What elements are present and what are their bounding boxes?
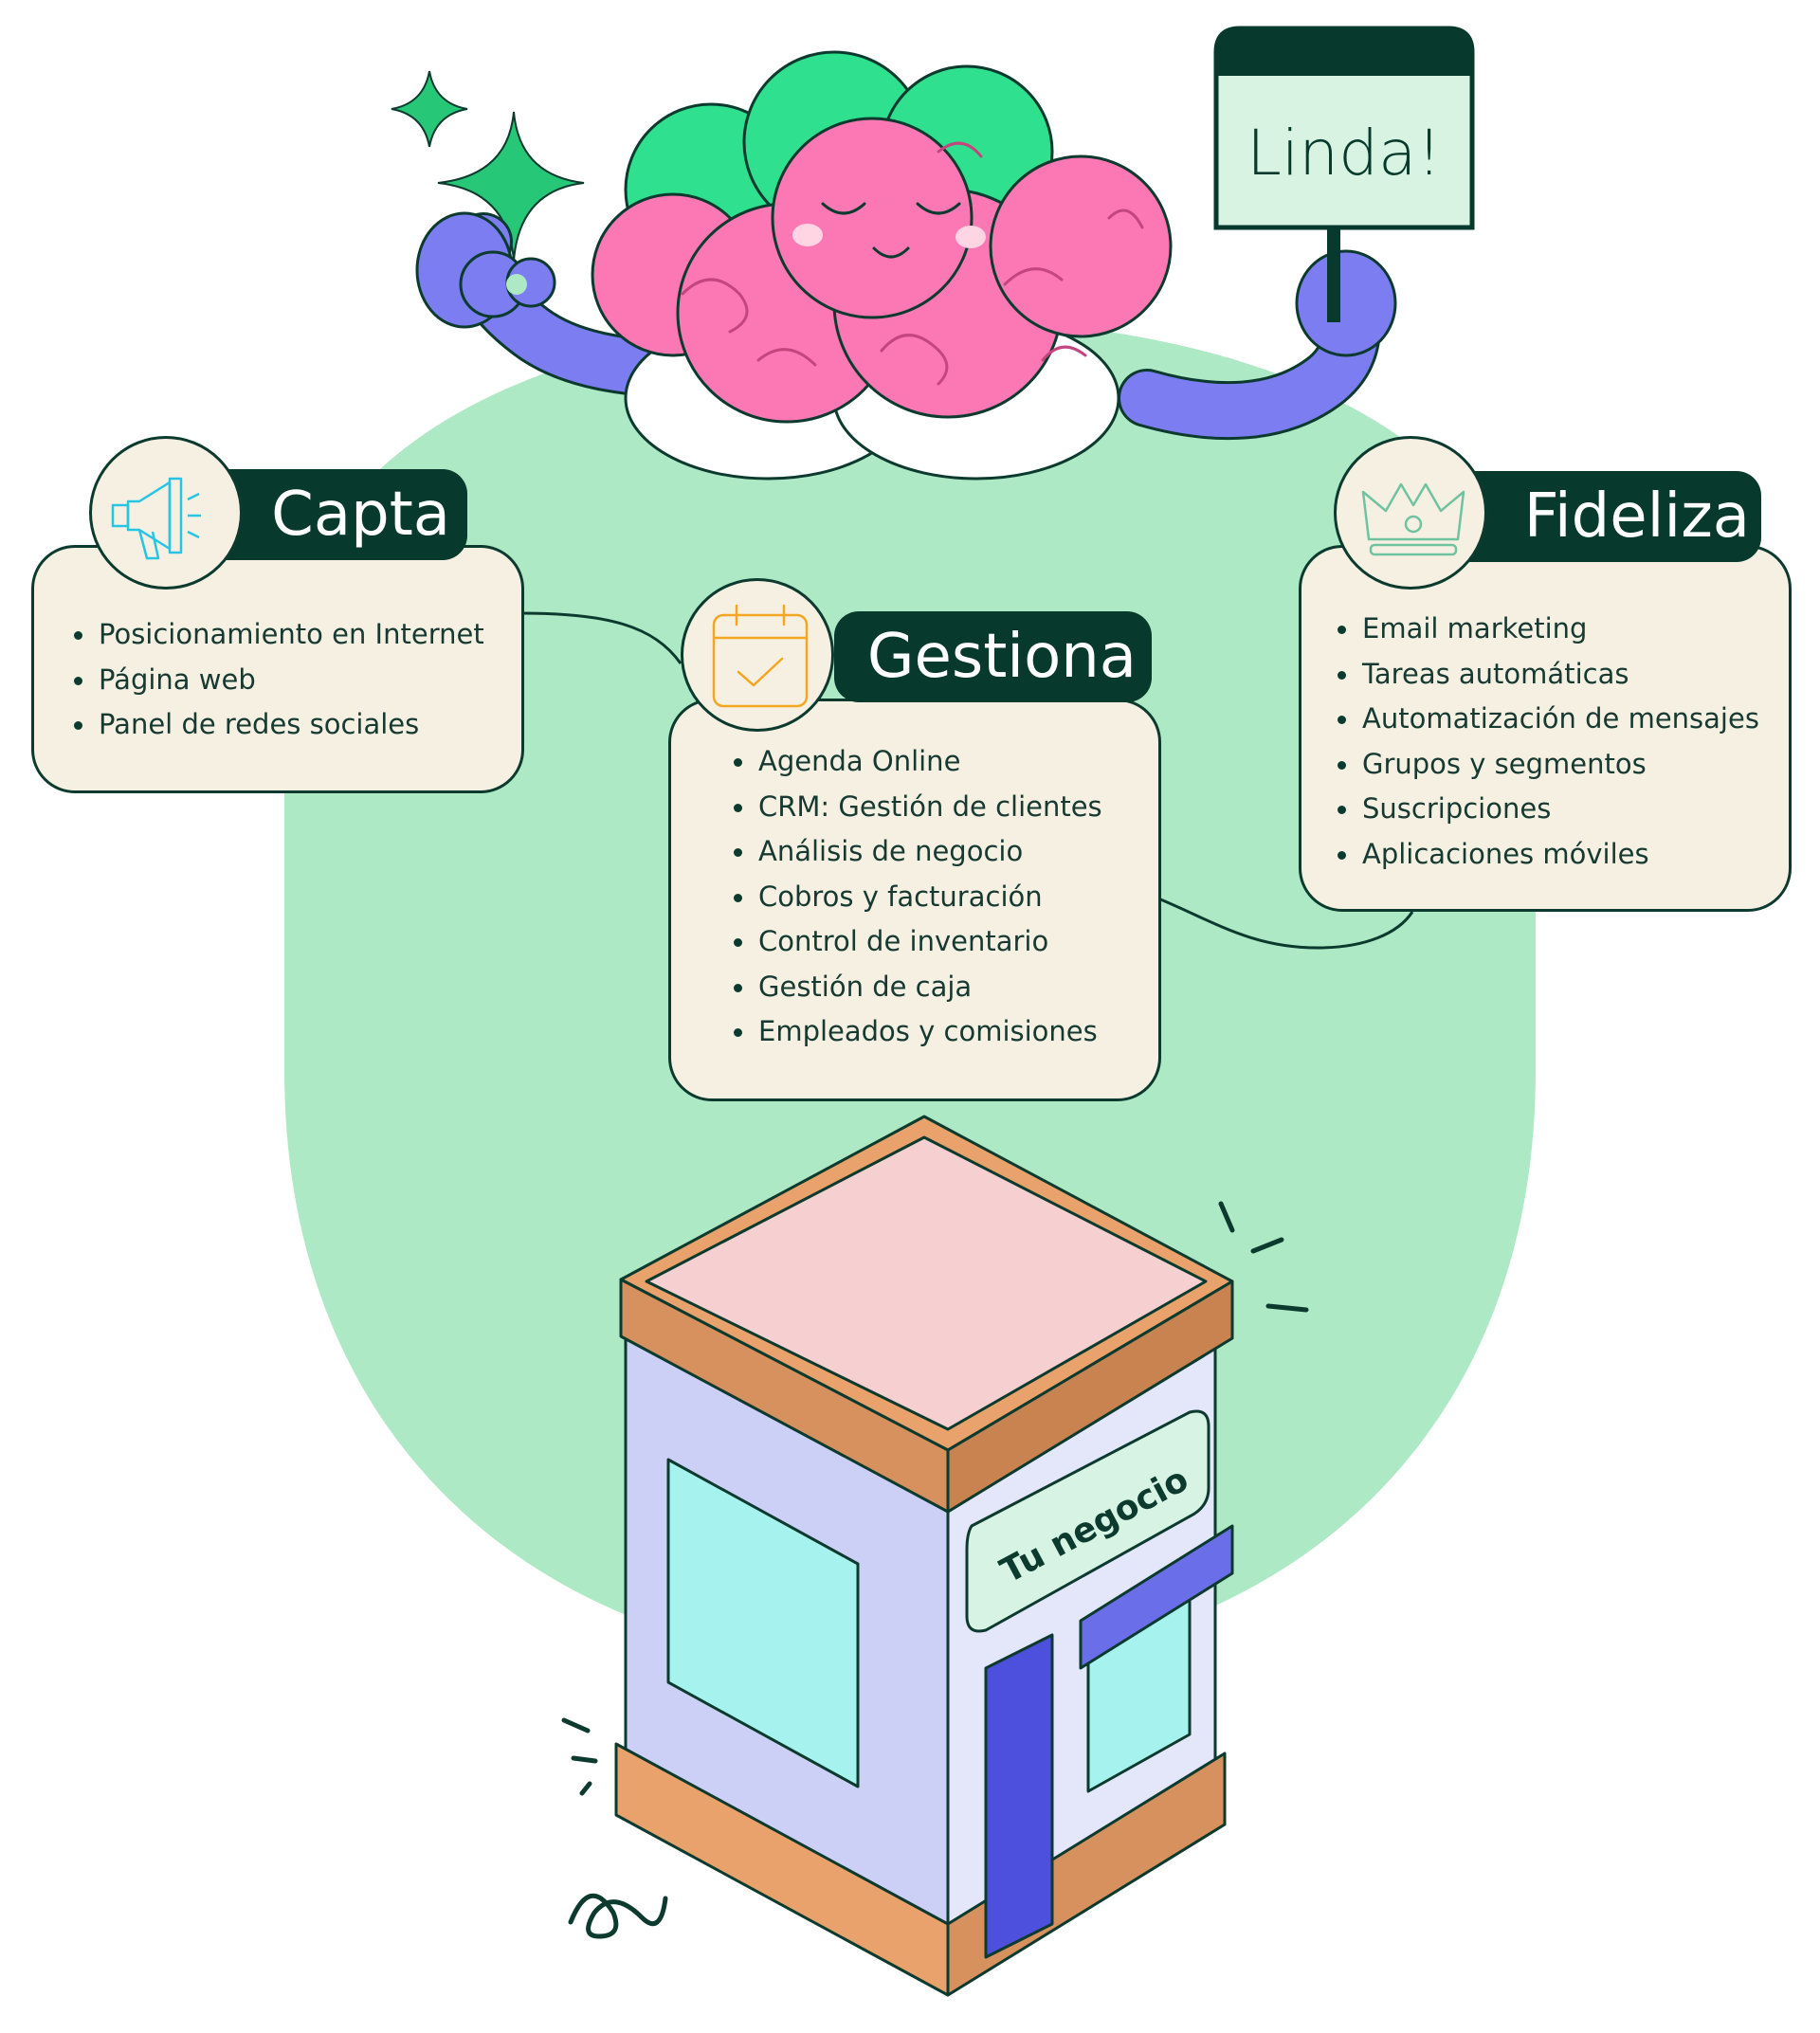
list-item: Tareas automáticas — [1334, 652, 1789, 698]
capta-badge — [89, 436, 243, 590]
list-item: Posicionamiento en Internet — [70, 612, 521, 658]
list-item: Suscripciones — [1334, 787, 1789, 832]
list-item: Análisis de negocio — [730, 829, 1158, 875]
mascot-sign — [1213, 26, 1475, 322]
list-item: Grupos y segmentos — [1334, 742, 1789, 788]
list-item: Cobros y facturación — [730, 875, 1158, 920]
brain-folds — [681, 141, 1144, 386]
fideliza-title: Fideliza — [1439, 471, 1761, 562]
list-item: Empleados y comisiones — [730, 1009, 1158, 1055]
list-item: Aplicaciones móviles — [1334, 832, 1789, 878]
connector-capta-gestiona — [520, 611, 682, 664]
calendar-check-icon — [712, 604, 809, 708]
motion-lines — [561, 1201, 1309, 1939]
connector-gestiona-fideliza — [1157, 897, 1414, 950]
fideliza-badge — [1334, 436, 1487, 590]
list-item: Gestión de caja — [730, 965, 1158, 1010]
gestiona-badge — [681, 578, 834, 732]
mascot-face — [792, 202, 986, 259]
list-item: Panel de redes sociales — [70, 702, 521, 748]
mascot-sign-text: Linda! — [1247, 117, 1442, 190]
store-sign-plate — [965, 1409, 1210, 1633]
gestiona-title: Gestiona — [834, 611, 1152, 702]
list-item: Email marketing — [1334, 607, 1789, 652]
list-item: Página web — [70, 658, 521, 703]
mascot-brain — [591, 50, 1173, 481]
gestiona-card: Agenda Online CRM: Gestión de clientes A… — [668, 699, 1161, 1101]
list-item: Automatización de mensajes — [1334, 697, 1789, 742]
list-item: Agenda Online — [730, 739, 1158, 785]
fideliza-list: Email marketing Tareas automáticas Autom… — [1334, 607, 1789, 877]
store-building — [614, 1115, 1234, 1997]
megaphone-icon — [111, 477, 201, 560]
mascot-right-arm — [1118, 249, 1397, 441]
list-item: CRM: Gestión de clientes — [730, 785, 1158, 830]
crown-icon — [1361, 482, 1465, 556]
capta-list: Posicionamiento en Internet Página web P… — [70, 612, 521, 748]
list-item: Control de inventario — [730, 919, 1158, 965]
capta-card: Posicionamiento en Internet Página web P… — [31, 545, 524, 793]
fideliza-card: Email marketing Tareas automáticas Autom… — [1299, 545, 1792, 912]
gestiona-list: Agenda Online CRM: Gestión de clientes A… — [730, 739, 1158, 1055]
